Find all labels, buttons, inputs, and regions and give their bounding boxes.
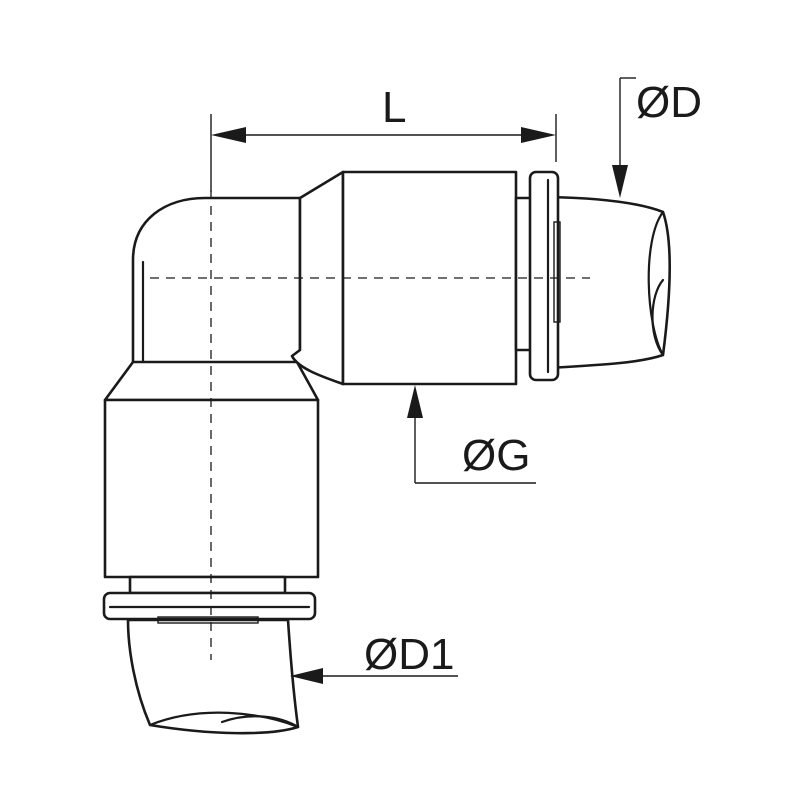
dimension-l-label: L	[382, 83, 406, 132]
dimension-od1: ØD1	[290, 630, 458, 684]
elbow-body	[103, 196, 320, 579]
dimension-og-label: ØG	[462, 431, 530, 480]
right-release-ring	[514, 170, 561, 382]
bottom-release-ring	[102, 575, 317, 624]
dimension-og: ØG	[407, 385, 536, 484]
horizontal-body	[290, 170, 518, 386]
bottom-tube	[126, 618, 300, 735]
dimension-od: ØD	[612, 77, 702, 198]
right-tube	[546, 195, 672, 370]
dimension-od1-label: ØD1	[364, 630, 454, 679]
dimension-od-label: ØD	[636, 78, 702, 127]
dimension-l: L	[210, 83, 557, 192]
